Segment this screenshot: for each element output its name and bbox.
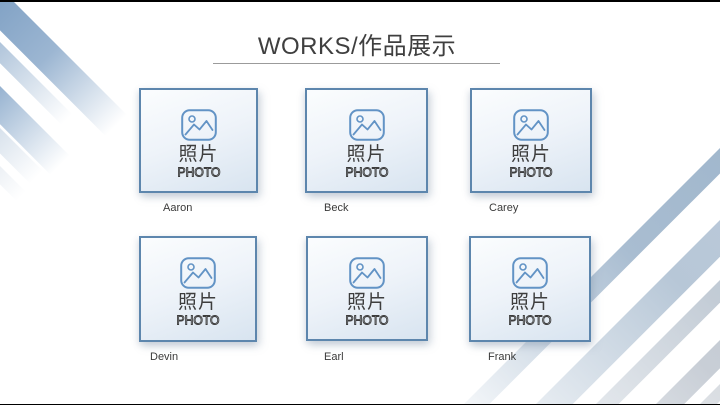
svg-text:PHOTO: PHOTO <box>177 166 220 179</box>
photo-placeholder-en: PHOTO <box>345 314 389 327</box>
photo-icon <box>513 109 549 141</box>
member-name-devin: Devin <box>150 351 179 363</box>
photo-icon <box>512 257 548 289</box>
photo-placeholder-en: PHOTO <box>176 314 220 327</box>
member-name-aaron: Aaron <box>163 202 193 214</box>
photo-card-earl[interactable]: 照片 PHOTO <box>306 236 428 341</box>
page-title: WORKS/作品展示 <box>257 33 457 60</box>
photo-card-carey[interactable]: 照片 PHOTO <box>470 88 592 193</box>
svg-text:PHOTO: PHOTO <box>509 314 552 327</box>
photo-icon <box>180 109 217 141</box>
photo-placeholder-en: PHOTO <box>508 314 552 327</box>
photo-placeholder-zh: 照片 <box>177 292 218 313</box>
svg-text:PHOTO: PHOTO <box>346 314 389 327</box>
photo-placeholder-en: PHOTO <box>509 166 553 179</box>
photo-card-aaron[interactable]: 照片 PHOTO <box>139 88 258 193</box>
svg-text:PHOTO: PHOTO <box>510 166 553 179</box>
photo-placeholder-zh: 照片 <box>178 144 219 165</box>
photo-icon <box>180 257 216 289</box>
photo-placeholder-en: PHOTO <box>177 166 221 179</box>
title-box: WORKS/作品展示 <box>183 26 531 61</box>
photo-card-beck[interactable]: 照片 PHOTO <box>305 88 428 193</box>
member-name-carey: Carey <box>489 202 519 214</box>
photo-icon <box>348 109 385 141</box>
member-name-frank: Frank <box>488 351 517 363</box>
photo-card-frank[interactable]: 照片 PHOTO <box>469 236 591 342</box>
photo-placeholder-zh: 照片 <box>346 144 387 165</box>
svg-text:PHOTO: PHOTO <box>345 166 388 179</box>
member-name-beck: Beck <box>324 202 349 214</box>
member-name-earl: Earl <box>324 351 344 363</box>
title-divider <box>213 63 500 64</box>
top-edge-line <box>0 0 720 2</box>
photo-icon <box>349 257 385 289</box>
photo-placeholder-zh: 照片 <box>509 292 550 313</box>
photo-placeholder-en: PHOTO <box>345 166 389 179</box>
bottom-edge-line <box>0 403 720 405</box>
photo-placeholder-zh: 照片 <box>510 144 551 165</box>
svg-text:PHOTO: PHOTO <box>177 314 220 327</box>
photo-card-devin[interactable]: 照片 PHOTO <box>139 236 257 342</box>
photo-placeholder-zh: 照片 <box>346 292 387 313</box>
